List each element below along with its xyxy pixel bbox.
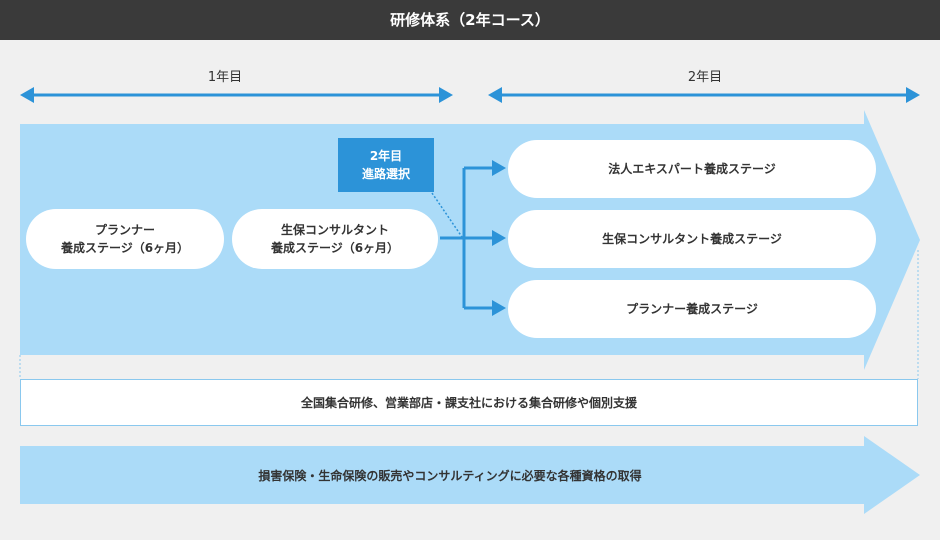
support-label: 全国集合研修、営業部店・課支社における集合研修や個別支援 xyxy=(300,396,637,410)
stage-label: 生保コンサルタント養成ステージ xyxy=(602,232,782,246)
stage-title: プランナー xyxy=(94,223,155,237)
stage-planner-year1: プランナー 養成ステージ（6ヶ月） xyxy=(26,209,224,269)
badge-line1: 2年目 xyxy=(369,149,403,163)
bottom-flow-arrow xyxy=(20,436,920,514)
stage-corporate-expert: 法人エキスパート養成ステージ xyxy=(508,140,876,198)
year2-label: 2年目 xyxy=(687,70,723,85)
support-training-box: 全国集合研修、営業部店・課支社における集合研修や個別支援 xyxy=(20,379,918,426)
stage-label: プランナー養成ステージ xyxy=(626,302,758,316)
stage-planner-year2: プランナー養成ステージ xyxy=(508,280,876,338)
stage-consultant-year1: 生保コンサルタント 養成ステージ（6ヶ月） xyxy=(232,209,438,269)
qualification-label: 損害保険・生命保険の販売やコンサルティングに必要な各種資格の取得 xyxy=(258,468,642,483)
stage-subtitle: 養成ステージ（6ヶ月） xyxy=(270,241,400,255)
badge-line2: 進路選択 xyxy=(361,167,410,181)
stage-title: 生保コンサルタント xyxy=(280,223,389,237)
course-selection-badge: 2年目 進路選択 xyxy=(338,138,434,192)
branch-connector xyxy=(440,166,494,310)
year1-span-arrow xyxy=(20,87,453,103)
year1-label: 1年目 xyxy=(207,70,243,85)
year2-span-arrow xyxy=(488,87,920,103)
stage-subtitle: 養成ステージ（6ヶ月） xyxy=(60,241,190,255)
qualification-arrow-label: 損害保険・生命保険の販売やコンサルティングに必要な各種資格の取得 xyxy=(20,446,880,504)
stage-label: 法人エキスパート養成ステージ xyxy=(608,162,776,176)
page-title: 研修体系（2年コース） xyxy=(0,0,940,40)
stage-consultant-year2: 生保コンサルタント養成ステージ xyxy=(508,210,876,268)
